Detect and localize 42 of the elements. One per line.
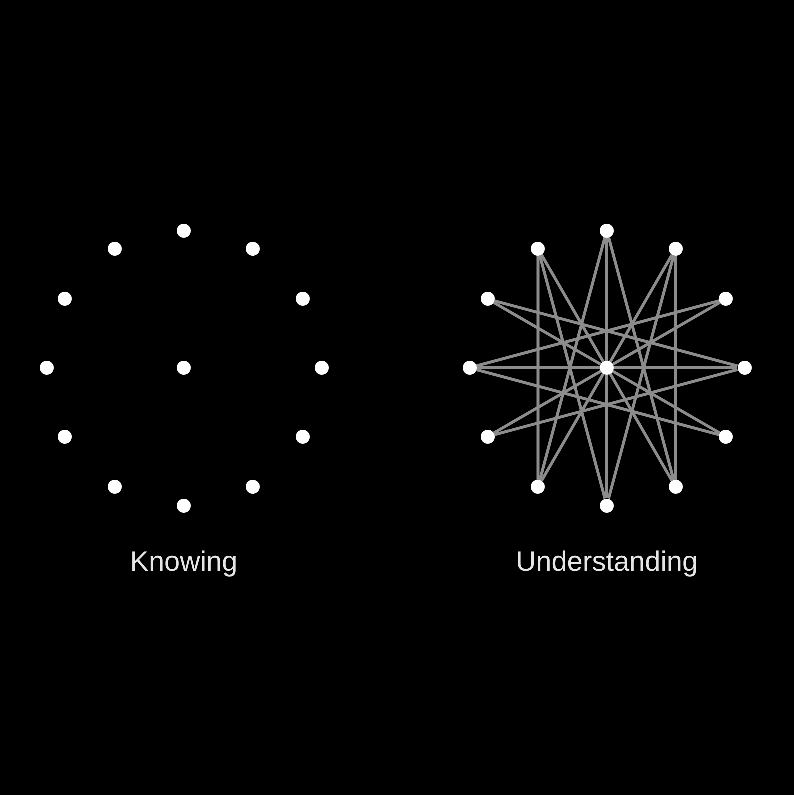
dot bbox=[40, 361, 54, 375]
connecting-line bbox=[609, 373, 674, 482]
dot bbox=[719, 292, 734, 306]
connecting-line bbox=[540, 373, 605, 482]
connecting-line bbox=[612, 301, 721, 366]
dot bbox=[480, 430, 495, 444]
dot bbox=[600, 361, 614, 375]
connecting-line bbox=[493, 301, 602, 366]
connecting-line bbox=[674, 256, 678, 480]
dot bbox=[177, 361, 191, 375]
dot bbox=[738, 361, 752, 375]
connecting-line bbox=[612, 370, 721, 435]
dot bbox=[719, 430, 734, 444]
dot bbox=[246, 242, 260, 256]
caption-text: Understanding bbox=[516, 545, 698, 579]
dot bbox=[668, 480, 683, 494]
dot bbox=[108, 480, 122, 494]
connecting-line bbox=[493, 370, 602, 435]
dot bbox=[58, 430, 72, 444]
dot bbox=[177, 224, 191, 238]
dot bbox=[668, 242, 683, 256]
connecting-line bbox=[614, 366, 738, 370]
connecting-line bbox=[476, 366, 600, 370]
dot bbox=[177, 498, 191, 512]
dot bbox=[600, 224, 614, 238]
connecting-line bbox=[540, 254, 605, 363]
connecting-line bbox=[609, 254, 674, 363]
connecting-line bbox=[536, 256, 540, 480]
dot bbox=[246, 480, 260, 494]
dot bbox=[314, 361, 328, 375]
dot bbox=[600, 498, 614, 512]
dot bbox=[462, 361, 476, 375]
dot bbox=[531, 480, 546, 494]
dot bbox=[108, 242, 122, 256]
connecting-line bbox=[606, 238, 608, 361]
dot bbox=[58, 292, 72, 306]
dot bbox=[296, 292, 310, 306]
dot bbox=[531, 242, 546, 256]
connecting-line bbox=[606, 375, 608, 498]
dot bbox=[480, 292, 495, 306]
dot bbox=[296, 430, 310, 444]
caption-text: Knowing bbox=[130, 545, 238, 579]
